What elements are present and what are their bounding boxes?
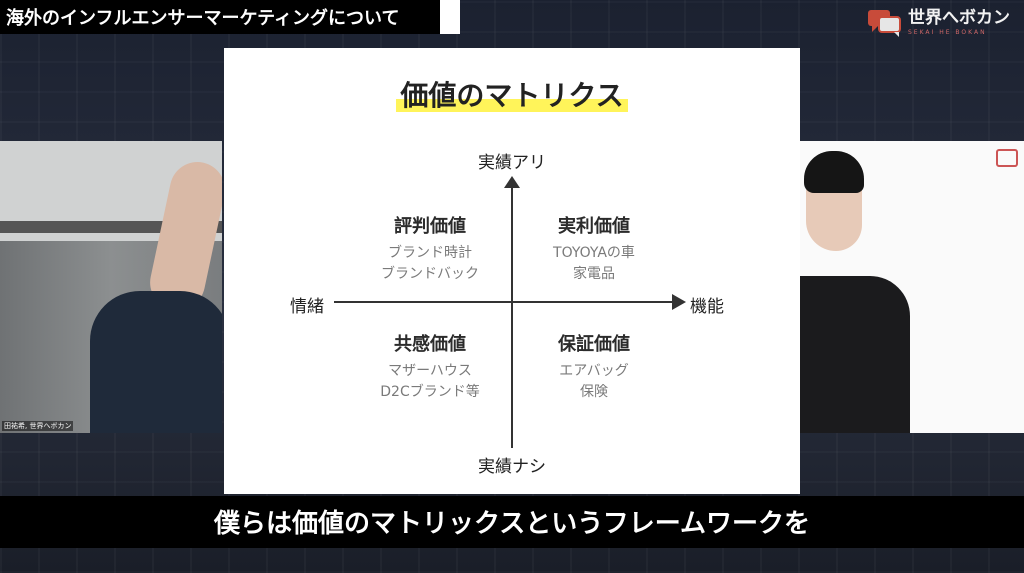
quadrant-bottom-right-item: エアバッグ bbox=[559, 363, 629, 379]
quadrant-bottom-right-item: 保険 bbox=[580, 384, 608, 400]
video-title: 海外のインフルエンサーマーケティングについて bbox=[0, 0, 440, 34]
quadrant-top-right-item: 家電品 bbox=[573, 266, 615, 282]
matrix-axes bbox=[334, 176, 686, 448]
axis-left-label: 情緒 bbox=[290, 297, 324, 317]
quadrant-top-right-item: TOYOYAの車 bbox=[553, 245, 635, 261]
right-arrow-icon bbox=[672, 294, 686, 310]
slide-title-text: 価値のマトリクス bbox=[396, 79, 628, 112]
speech-bubble-icon bbox=[866, 8, 902, 38]
title-accent bbox=[440, 0, 460, 34]
quadrant-bottom-left-item: マザーハウス bbox=[388, 363, 472, 379]
quadrant-top-left-item: ブランドバック bbox=[381, 266, 479, 282]
participant-video-right bbox=[800, 141, 1024, 433]
slide-title: 価値のマトリクス bbox=[224, 74, 800, 114]
participant-video-left: 田祐希, 世界へボカン bbox=[0, 141, 222, 433]
mini-brand-icon bbox=[996, 149, 1018, 167]
up-arrow-icon bbox=[504, 176, 520, 188]
quadrant-bottom-right-title: 保証価値 bbox=[558, 334, 630, 355]
subtitle-caption: 僕らは価値のマトリックスというフレームワークを bbox=[214, 509, 810, 539]
quadrant-bottom-left-item: D2Cブランド等 bbox=[380, 384, 480, 400]
brand-name: 世界へボカン bbox=[908, 8, 1010, 28]
quadrant-top-right-title: 実利価値 bbox=[558, 216, 630, 237]
participant-name: 田祐希, 世界へボカン bbox=[2, 421, 74, 431]
brand-logo: 世界へボカン SEKAI HE BOKAN bbox=[866, 8, 1010, 38]
presentation-slide: 価値のマトリクス 実績アリ 実績ナシ 情緒 機能 評判価値 ブランド時計 ブラン… bbox=[224, 48, 800, 494]
axis-top-label: 実績アリ bbox=[478, 153, 546, 173]
quadrant-top-left-item: ブランド時計 bbox=[388, 245, 472, 261]
axis-bottom-label: 実績ナシ bbox=[478, 457, 546, 477]
quadrant-bottom-left-title: 共感価値 bbox=[394, 334, 466, 355]
quadrant-top-left-title: 評判価値 bbox=[394, 216, 466, 237]
caption-bar bbox=[0, 496, 1024, 548]
axis-right-label: 機能 bbox=[690, 297, 724, 317]
brand-subtitle: SEKAI HE BOKAN bbox=[908, 29, 987, 36]
